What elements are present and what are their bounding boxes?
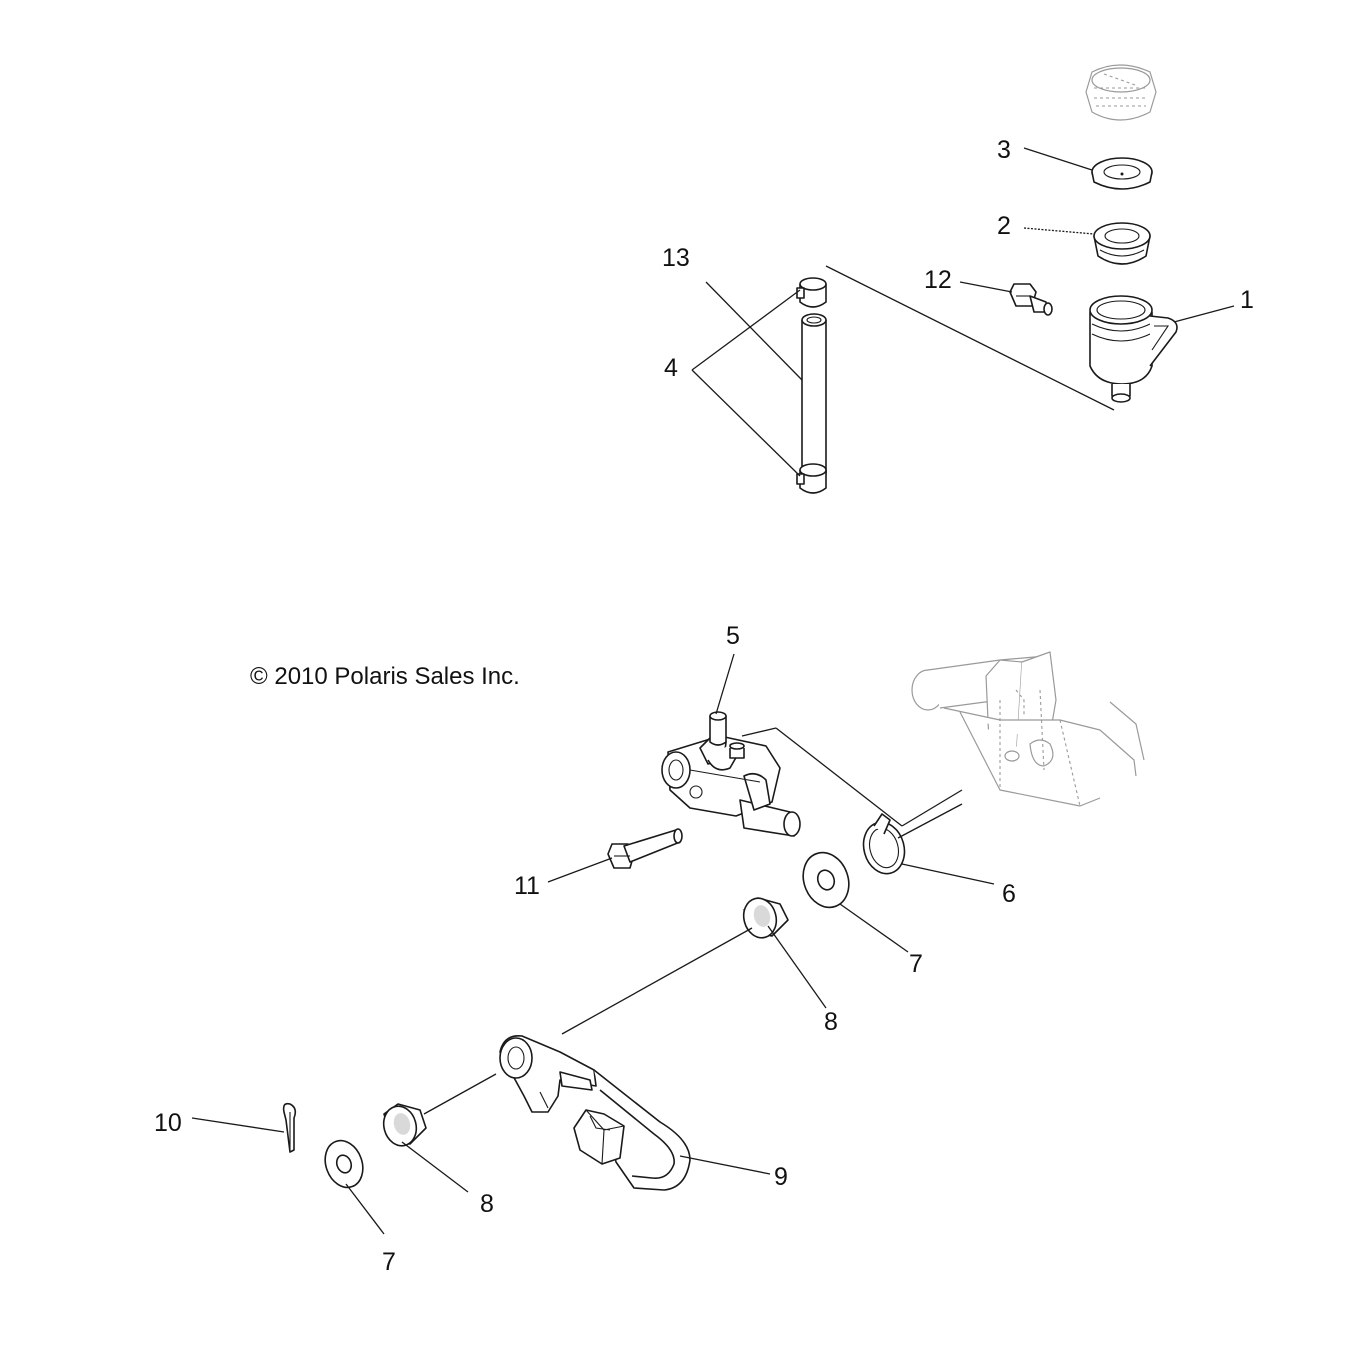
callout-8-upper: 8: [824, 1008, 838, 1036]
spring-clip-part: [862, 813, 906, 875]
callout-7-lower: 7: [382, 1248, 396, 1276]
clamp-bottom-part: [796, 463, 827, 494]
callout-12: 12: [924, 266, 952, 294]
bushing-lower-part: [382, 1103, 427, 1147]
hose-part: [801, 313, 827, 479]
frame-ghost: [911, 651, 1145, 807]
fitting-part: [1009, 283, 1053, 316]
clamp-top-part: [796, 277, 827, 308]
washer-lower-part: [324, 1139, 364, 1189]
callout-4: 4: [664, 354, 678, 382]
callout-8-lower: 8: [480, 1190, 494, 1218]
callout-7-upper: 7: [909, 950, 923, 978]
callout-3: 3: [997, 136, 1011, 164]
diaphragm-part: [1091, 157, 1153, 190]
washer-upper-part: [802, 851, 850, 909]
callout-10: 10: [154, 1109, 182, 1137]
reservoir-part: [1089, 295, 1178, 403]
master-cylinder-part: [661, 711, 801, 837]
bolt-part: [607, 828, 683, 869]
cotter-pin-part: [282, 1102, 297, 1153]
reservoir-cap: [1085, 64, 1157, 121]
callout-11: 11: [514, 872, 540, 900]
callout-13: 13: [662, 244, 690, 272]
brake-pedal-part: [499, 1035, 691, 1191]
callout-1: 1: [1240, 286, 1254, 314]
copyright-notice: © 2010 Polaris Sales Inc.: [250, 663, 520, 690]
bushing-upper-part: [742, 897, 789, 939]
plate-part: [1093, 222, 1151, 265]
callout-2: 2: [997, 212, 1011, 240]
callout-9: 9: [774, 1163, 788, 1191]
callout-5: 5: [726, 622, 740, 650]
callout-6: 6: [1002, 880, 1016, 908]
